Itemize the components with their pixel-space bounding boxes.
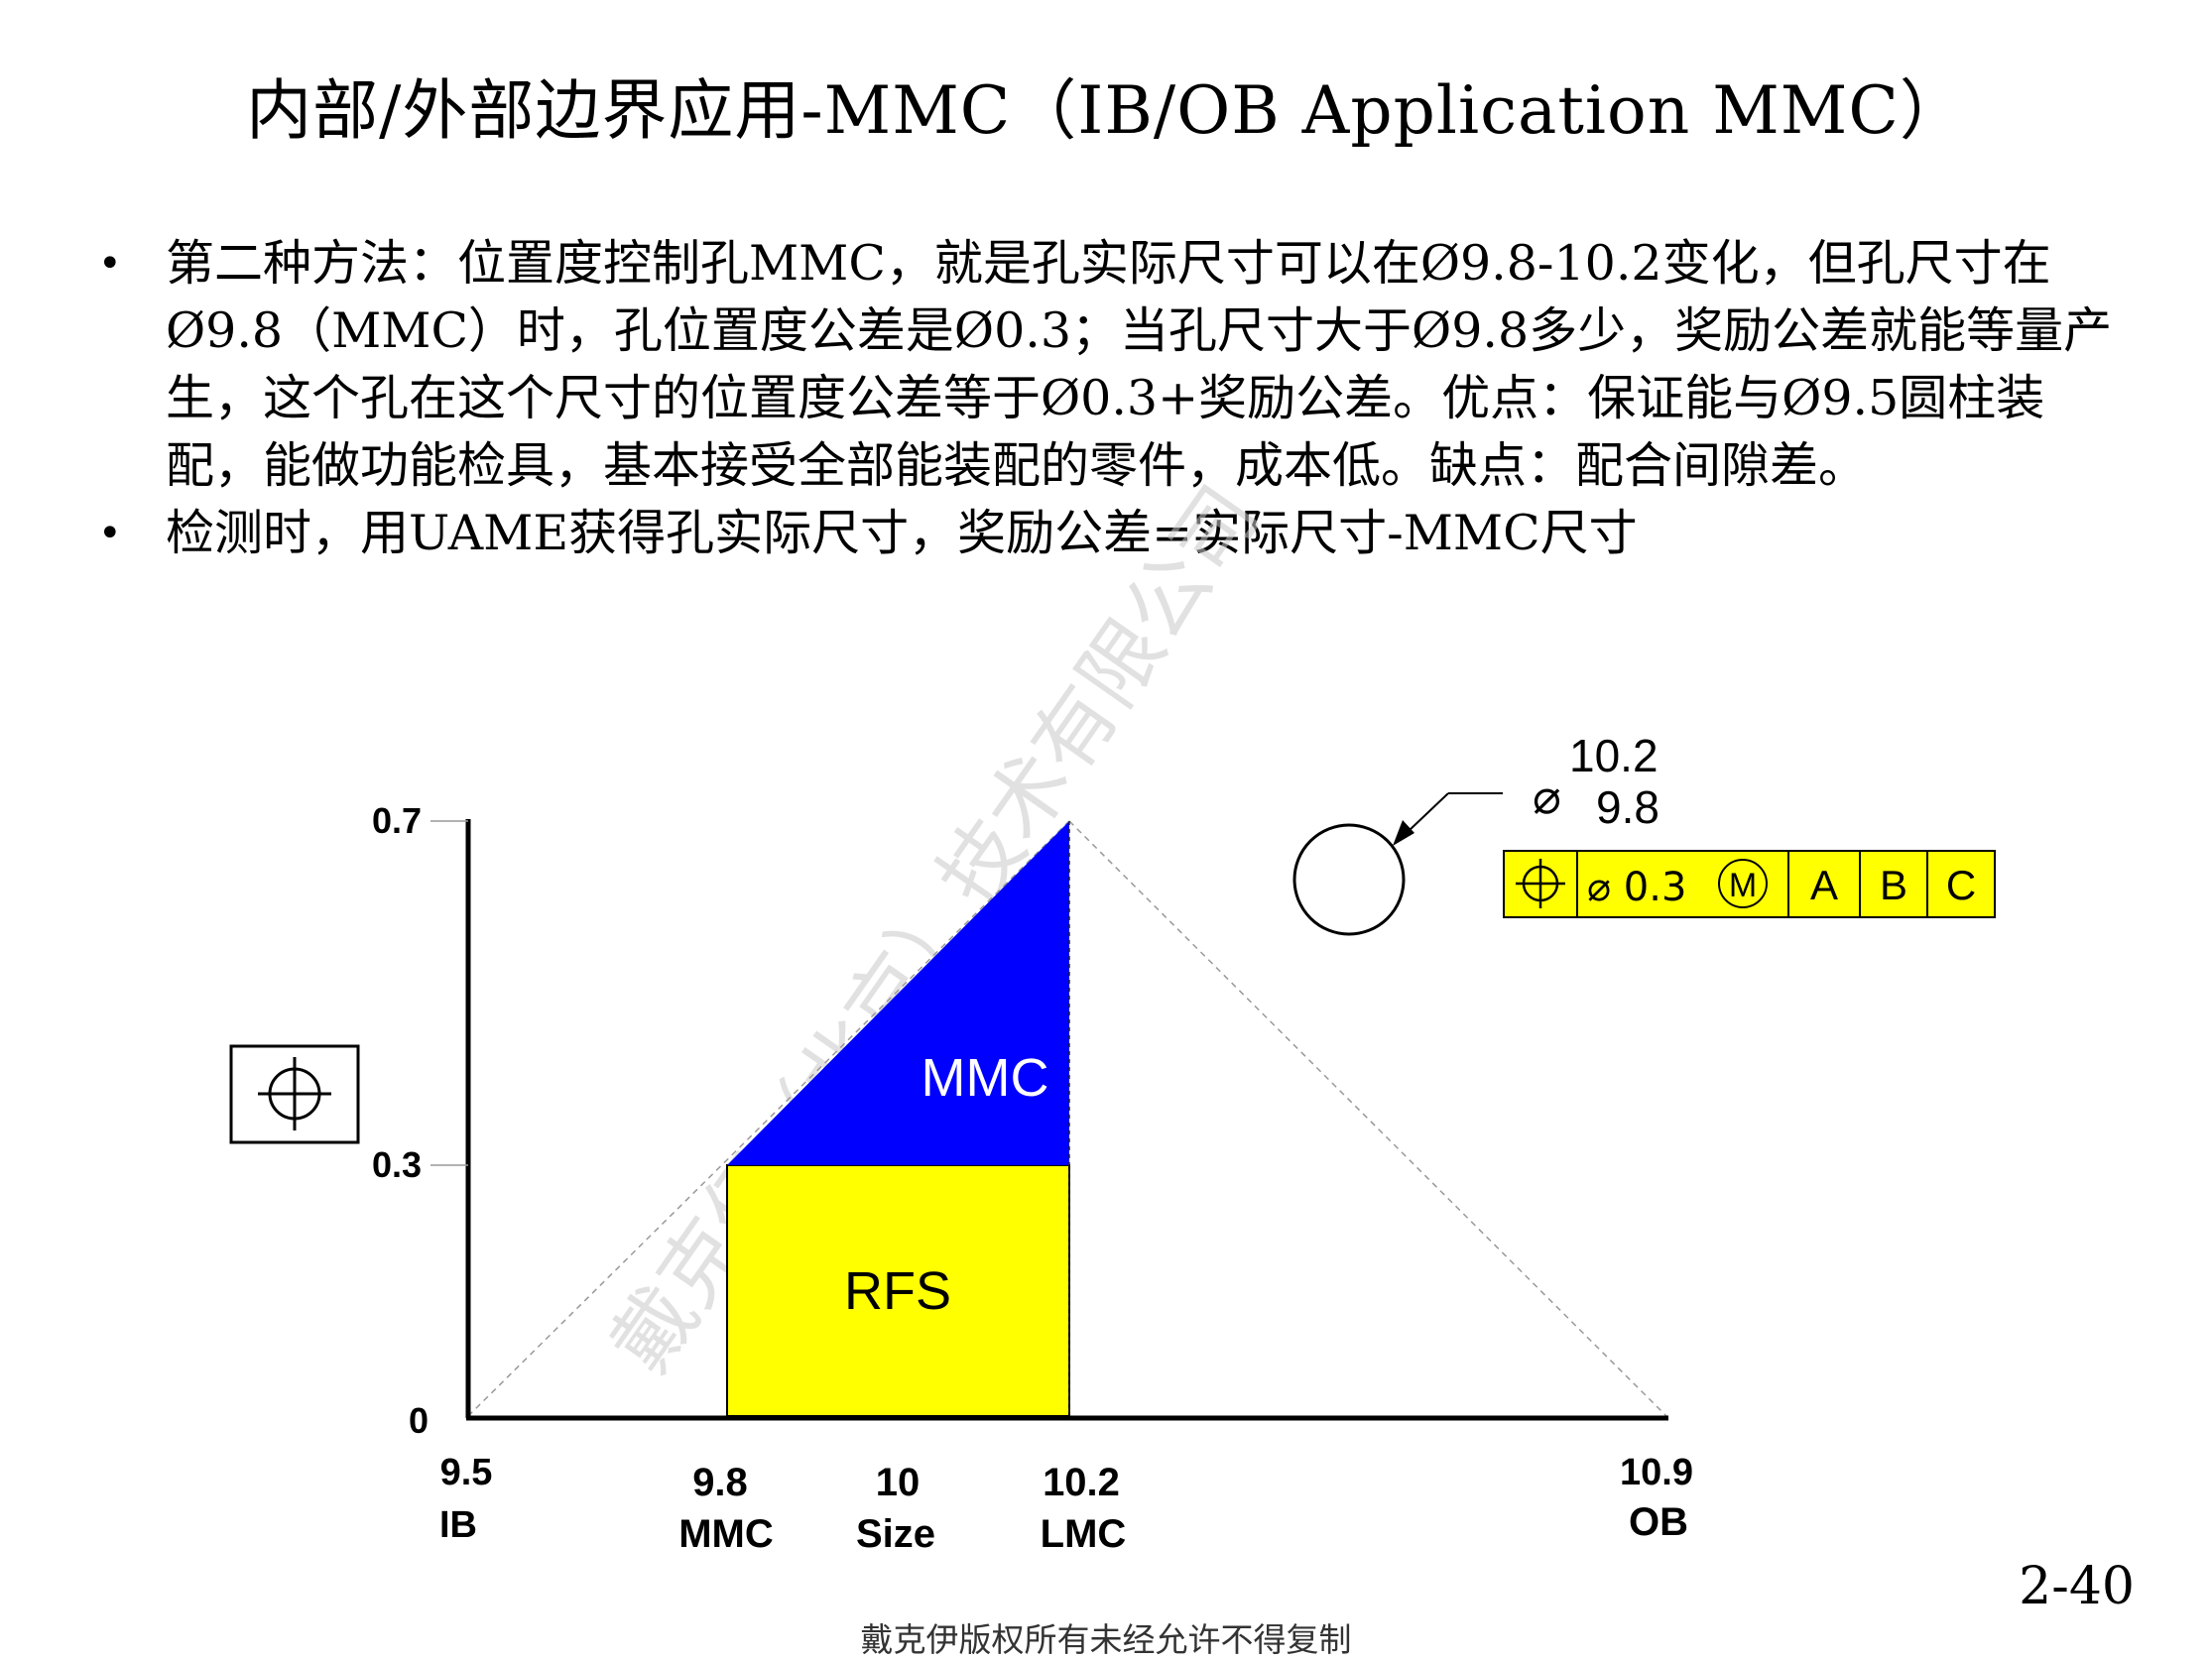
x-tick-name: IB (439, 1504, 477, 1546)
datum-c: C (1946, 862, 1976, 908)
x-tick-value: 9.8 (692, 1461, 748, 1504)
mmc-region (727, 821, 1069, 1165)
x-tick-value: 9.5 (440, 1452, 493, 1493)
frame-tolerance: ⌀ 0.3 (1587, 865, 1686, 910)
y-tick-label: 0.7 (372, 800, 422, 841)
page-number: 2-40 (2019, 1557, 2135, 1616)
x-tick-value: 10.9 (1620, 1452, 1693, 1493)
mmc-label: MMC (922, 1048, 1049, 1108)
bullet-text: 第二种方法：位置度控制孔MMC，就是孔实际尺寸可以在Ø9.8-10.2变化，但孔… (166, 235, 2113, 494)
bullet-dot-icon: • (98, 511, 122, 556)
mmc-modifier: M (1729, 867, 1757, 904)
x-tick-value: 10.2 (1043, 1461, 1120, 1504)
position-symbol-box (229, 1044, 360, 1144)
position-icon (258, 1057, 331, 1130)
bullet-text: 检测时，用UAME获得孔实际尺寸，奖励公差=实际尺寸-MMC尺寸 (166, 505, 1638, 561)
ob-boundary-line (1068, 820, 1667, 1417)
x-tick-name: OB (1629, 1500, 1688, 1544)
datum-a: A (1810, 862, 1838, 908)
bullet-item: • 第二种方法：位置度控制孔MMC，就是孔实际尺寸可以在Ø9.8-10.2变化，但… (94, 230, 2138, 500)
x-tick-name: LMC (1041, 1512, 1127, 1556)
x-tick-name: MMC (678, 1512, 774, 1556)
upper-limit: 10.2 (1569, 730, 1659, 781)
hole-circle (1292, 823, 1406, 936)
frame-position-icon (1516, 859, 1565, 908)
x-tick-name: Size (856, 1512, 935, 1556)
leader-line (1408, 792, 1449, 832)
slide-title: 内部/外部边界应用-MMC（IB/OB Application MMC） (246, 72, 1966, 149)
rfs-label: RFS (844, 1261, 951, 1321)
bullet-dot-icon: • (98, 241, 122, 287)
feature-control-frame: ⌀ 0.3 M A B C (1503, 850, 1996, 918)
diameter-symbol: ⌀ (1533, 770, 1561, 825)
mmc-modifier-circle (1718, 859, 1768, 908)
y-tick-label: 0 (409, 1400, 429, 1441)
x-tick-value: 10 (876, 1461, 921, 1504)
leader-arrow-icon (1393, 820, 1414, 846)
lower-limit: 9.8 (1596, 781, 1659, 833)
copyright-footer: 戴克伊版权所有未经允许不得复制 (860, 1620, 1352, 1659)
datum-b: B (1880, 862, 1907, 908)
y-tick-label: 0.3 (372, 1144, 422, 1185)
bullet-list: • 第二种方法：位置度控制孔MMC，就是孔实际尺寸可以在Ø9.8-10.2变化，但… (94, 230, 2138, 567)
bullet-item: • 检测时，用UAME获得孔实际尺寸，奖励公差=实际尺寸-MMC尺寸 (94, 500, 2138, 567)
